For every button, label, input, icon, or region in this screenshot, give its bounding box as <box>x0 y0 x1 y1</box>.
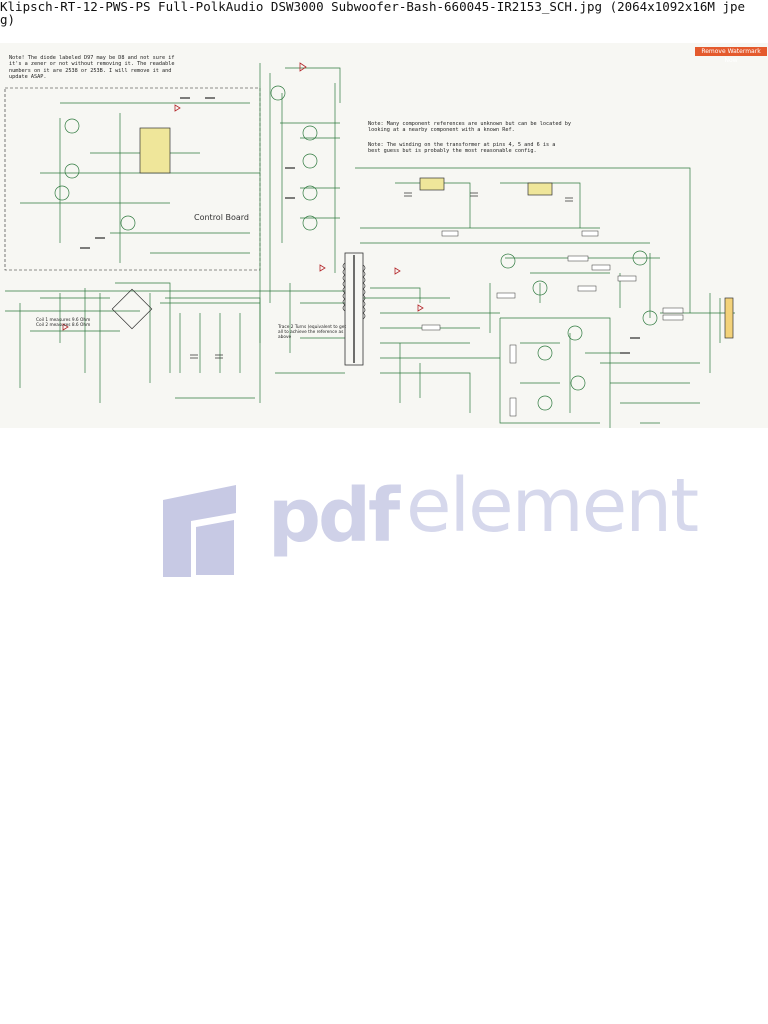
control-board-label: Control Board <box>194 213 249 222</box>
regulator-U2 <box>419 177 445 191</box>
remove-watermark-button[interactable]: Remove Watermark Now <box>695 47 767 64</box>
schematic-drawing <box>4 62 735 428</box>
logo-word-bold: pdf <box>268 473 400 559</box>
output-connector <box>724 297 734 339</box>
control-board-outline <box>4 87 261 271</box>
transformer-trace-note: Trace 2 Turns (equivalent to get all to … <box>278 325 347 340</box>
pdfelement-logo-icon <box>163 485 236 577</box>
ic-U1 <box>139 127 171 174</box>
pdfelement-watermark: pdf element <box>158 455 699 580</box>
note-transformer-winding: Note: The winding on the transformer at … <box>368 142 556 155</box>
schematic-sheet: Remove Watermark Now Note! The diode lab… <box>0 43 768 428</box>
regulator-U3 <box>527 182 553 196</box>
bridge-rectifier <box>111 288 153 330</box>
file-title: Klipsch-RT-12-PWS-PS Full-PolkAudio DSW3… <box>0 0 746 27</box>
note-component-references: Note: Many component references are unkn… <box>368 121 572 134</box>
coil-measurement-note: Coil 1 measures 9.6 Ohm Coil 2 measures … <box>36 318 91 328</box>
logo-word-light: element <box>406 463 699 549</box>
note-diode: Note! The diode labeled D97 may be D8 an… <box>9 55 175 80</box>
